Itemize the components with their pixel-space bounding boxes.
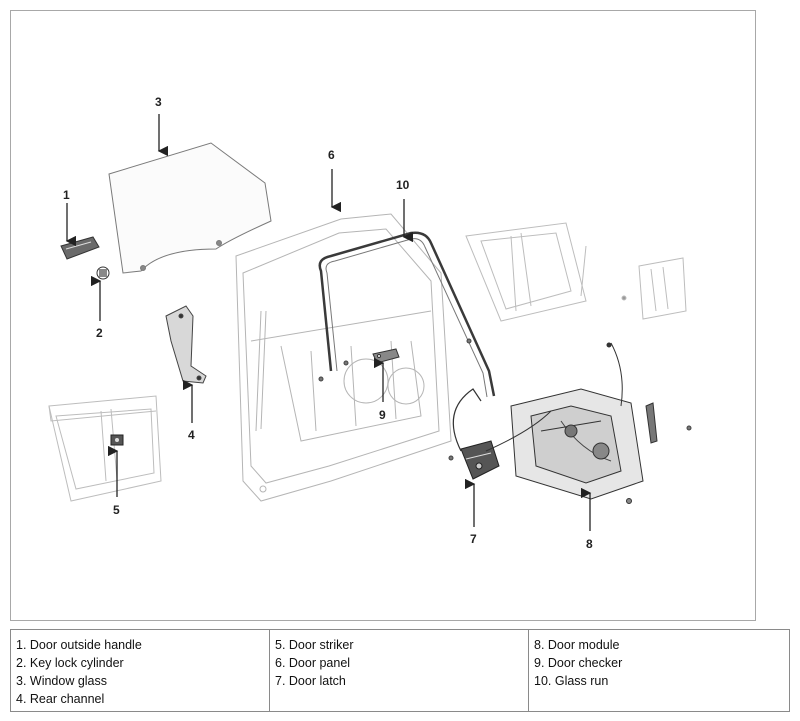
legend-item: 9. Door checker (534, 656, 623, 670)
key-lock-cylinder (96, 266, 110, 280)
parts-legend: 1. Door outside handle 2. Key lock cylin… (10, 629, 790, 712)
door-checker (372, 348, 400, 364)
callout-6: 6 (328, 148, 335, 162)
legend-item: 8. Door module (534, 638, 620, 652)
legend-item: 5. Door striker (275, 638, 354, 652)
body-bracket-right (621, 257, 687, 320)
door-striker (110, 434, 124, 446)
legend-item: 6. Door panel (275, 656, 351, 670)
rear-channel (165, 305, 207, 384)
callout-2: 2 (96, 326, 103, 340)
window-glass (108, 142, 272, 274)
callout-5: 5 (113, 503, 120, 517)
callout-4: 4 (188, 428, 195, 442)
callout-3: 3 (155, 95, 162, 109)
legend-item: 7. Door latch (275, 674, 346, 688)
legend-column-2: 5. Door striker 6. Door panel 7. Door la… (270, 630, 529, 711)
legend-item: 3. Window glass (16, 674, 108, 688)
body-right-pillar (465, 222, 587, 322)
callout-10: 10 (396, 178, 410, 192)
callout-7: 7 (470, 532, 477, 546)
body-left-pillar (48, 395, 162, 502)
legend-item: 10. Glass run (534, 674, 609, 688)
legend-item: 4. Rear channel (16, 692, 105, 706)
diagram-artwork: 1 2 3 4 5 6 7 8 9 10 (48, 95, 692, 551)
exploded-door-diagram: 1 2 3 4 5 6 7 8 9 10 (10, 10, 756, 621)
leader-arrows (65, 114, 592, 531)
callout-1: 1 (63, 188, 70, 202)
fasteners (318, 338, 692, 461)
legend-column-3: 8. Door module 9. Door checker 10. Glass… (529, 630, 789, 711)
legend-column-1: 1. Door outside handle 2. Key lock cylin… (11, 630, 270, 711)
callout-9: 9 (379, 408, 386, 422)
legend-item: 1. Door outside handle (16, 638, 142, 652)
door-module (485, 342, 658, 504)
door-latch (452, 388, 500, 480)
door-outside-handle (60, 236, 100, 260)
legend-item: 2. Key lock cylinder (16, 656, 124, 670)
callout-8: 8 (586, 537, 593, 551)
door-panel (235, 213, 452, 502)
